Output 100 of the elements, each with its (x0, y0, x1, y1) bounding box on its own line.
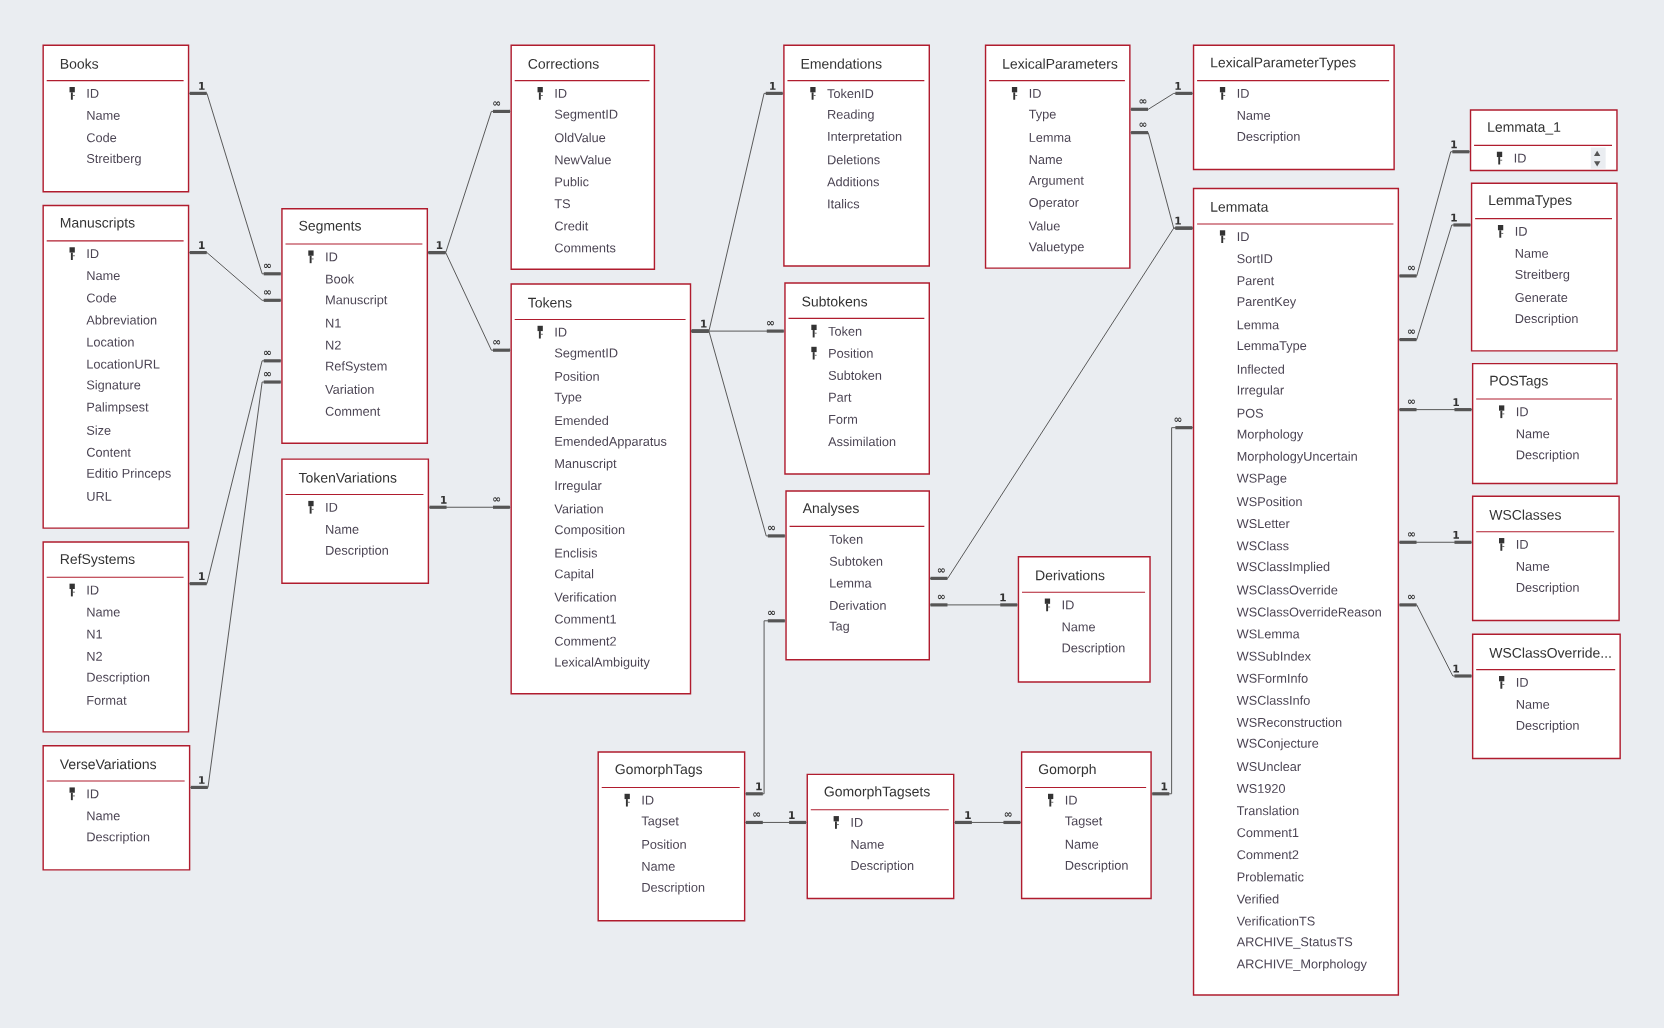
cardinality-label: ∞ (936, 594, 947, 601)
relationship-line (929, 226, 1194, 580)
relationship-line (1398, 407, 1473, 412)
relationship-line (1151, 425, 1194, 796)
field-name: Capital (554, 568, 594, 581)
field-name: Type (554, 392, 582, 404)
table-box (1471, 633, 1621, 759)
field-name: Name (87, 110, 120, 120)
cardinality-label: ∞ (1406, 531, 1417, 538)
cardinality-label: 1 (439, 495, 448, 505)
table-title: Tokens (528, 297, 572, 308)
field-name: Lemma (1237, 320, 1280, 330)
field-name: Comment1 (1237, 828, 1299, 837)
field-name: Editio Princeps (87, 468, 171, 481)
table-box (42, 44, 190, 193)
field-name: Content (86, 447, 131, 457)
relationship-line (690, 329, 786, 538)
cardinality-label: 1 (197, 81, 206, 91)
field-name: Interpretation (828, 131, 902, 144)
field-name: Inflected (1237, 364, 1284, 374)
table-title: Subtokens (802, 296, 868, 307)
field-name: WSLemma (1236, 629, 1300, 639)
field-name: Description (851, 860, 914, 873)
field-name: WSClassInfo (1236, 695, 1310, 705)
table-box (1192, 44, 1395, 170)
field-name: ID (1516, 677, 1528, 687)
field-name: Comment (325, 406, 381, 416)
field-name: Description (1516, 582, 1579, 595)
field-name: Irregular (1237, 385, 1284, 397)
field-name: WSLetter (1236, 518, 1290, 528)
field-name: Value (1028, 221, 1060, 231)
field-name: N2 (326, 340, 341, 350)
field-name: RefSystem (326, 361, 387, 373)
field-name: Verified (1236, 894, 1279, 904)
cardinality-label: 1 (1173, 81, 1183, 91)
table-title: Lemmata_1 (1488, 122, 1561, 135)
field-name: Name (1516, 429, 1550, 439)
field-name: Name (1515, 248, 1549, 258)
field-name: SortID (1237, 254, 1273, 264)
field-name: Description (326, 545, 388, 558)
field-name: N1 (87, 629, 102, 639)
cardinality-label: 1 (1451, 397, 1461, 407)
field-name: Name (1065, 839, 1099, 849)
field-name: LemmaType (1237, 341, 1307, 353)
cardinality-label: ∞ (1406, 265, 1417, 272)
field-name: Irregular (555, 480, 602, 493)
relationship-line (188, 250, 282, 302)
field-name: Description (1515, 313, 1578, 326)
relationship-line (1130, 91, 1194, 111)
table-box (1020, 751, 1152, 900)
field-name: URL (87, 491, 112, 501)
cardinality-label: ∞ (491, 496, 502, 503)
field-name: Size (86, 425, 111, 435)
cardinality-label: 1 (699, 319, 708, 328)
table-title: VerseVariations (59, 758, 157, 770)
field-name: Type (1028, 109, 1056, 121)
field-name: Reading (828, 109, 874, 122)
table-box (785, 490, 930, 661)
cardinality-label: 1 (787, 810, 796, 820)
table-box (510, 283, 692, 695)
field-name: Problematic (1237, 871, 1304, 882)
cardinality-label: 1 (197, 571, 206, 581)
relationship-line (189, 380, 282, 789)
field-name: Credit (554, 221, 589, 231)
table-title: LexicalParameters (1003, 58, 1118, 69)
table-title: GomorphTagsets (824, 786, 930, 800)
table-box (984, 44, 1131, 269)
cardinality-label: ∞ (262, 263, 273, 270)
field-name: LocationURL (87, 359, 160, 369)
field-name: ID (555, 88, 567, 98)
field-name: Argument (1028, 175, 1084, 188)
field-name: Manuscript (326, 294, 388, 307)
table-title: WSClassOverride... (1489, 647, 1611, 658)
field-name: Name (87, 607, 120, 617)
table-box (597, 751, 746, 922)
table-title: RefSystems (60, 553, 135, 567)
relationship-line (744, 820, 808, 824)
field-name: Position (642, 839, 686, 849)
field-name: Palimpsest (87, 402, 149, 414)
field-name: SegmentID (554, 109, 618, 122)
cardinality-label: ∞ (766, 525, 777, 532)
field-name: Subtoken (829, 556, 883, 566)
field-name: WSConjecture (1236, 738, 1319, 751)
table-title: POSTags (1490, 375, 1548, 389)
field-name: WSUnclear (1236, 761, 1301, 771)
table-title: WSClasses (1489, 509, 1561, 520)
field-name: Enclisis (555, 548, 597, 558)
table-title: Emendations (801, 58, 882, 69)
field-name: Streitberg (1515, 269, 1570, 282)
cardinality-label: ∞ (1406, 594, 1417, 601)
field-name: Position (829, 348, 873, 358)
field-name: Description (1516, 449, 1579, 462)
field-name: Parent (1237, 276, 1275, 286)
field-name: SegmentID (554, 348, 618, 360)
field-name: WSReconstruction (1236, 717, 1342, 727)
field-name: WSPosition (1236, 496, 1302, 507)
table-title: Analyses (802, 502, 859, 516)
table-box (1471, 362, 1618, 485)
cardinality-label: 1 (1451, 664, 1461, 673)
field-name: Verification (554, 592, 616, 602)
